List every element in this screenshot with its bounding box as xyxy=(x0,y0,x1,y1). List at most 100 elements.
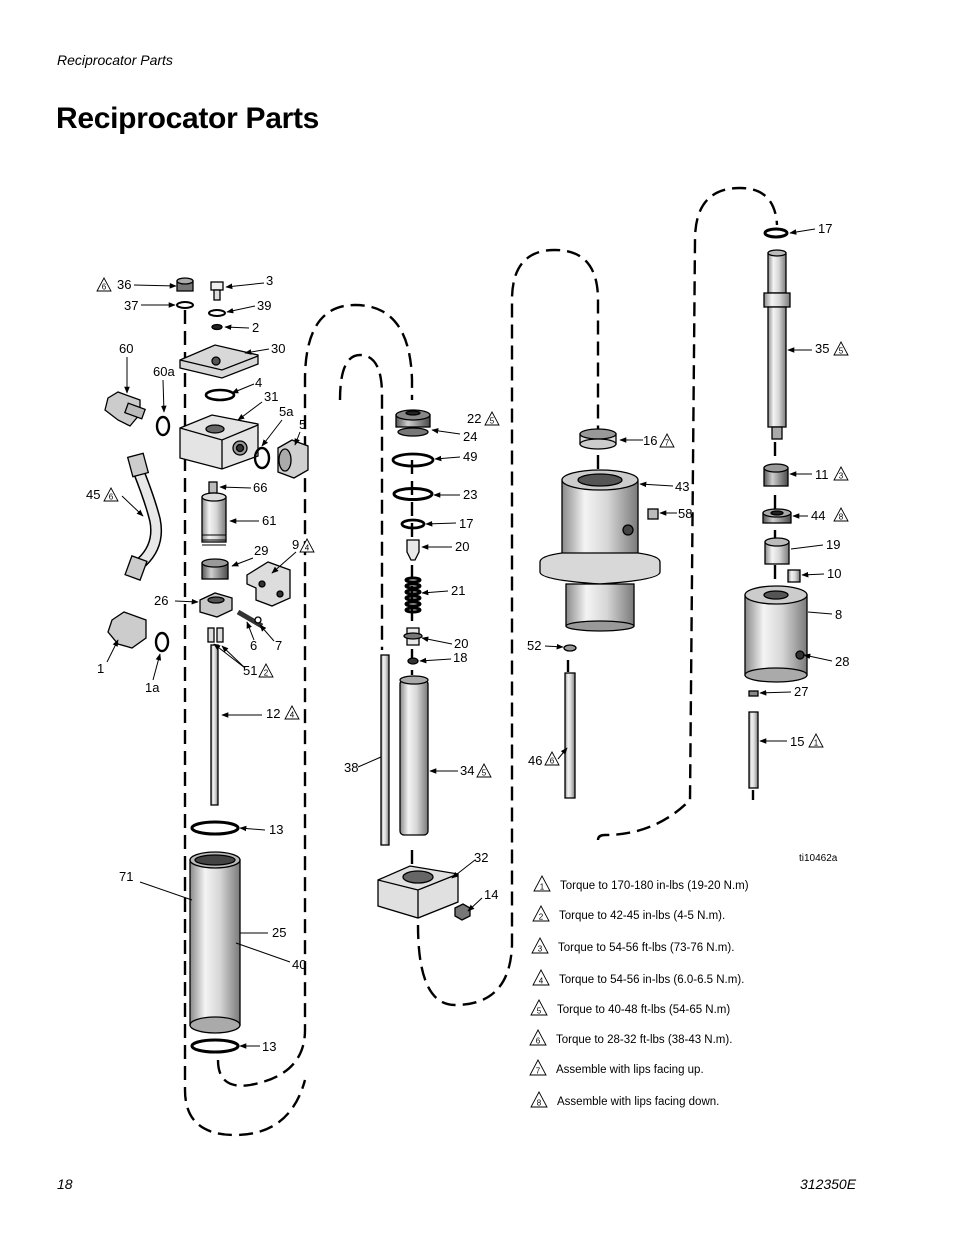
svg-text:5: 5 xyxy=(537,1007,542,1016)
svg-text:4: 4 xyxy=(305,544,310,553)
callout-30: 30 xyxy=(271,341,285,356)
callout-61: 61 xyxy=(262,513,276,528)
page-title: Reciprocator Parts xyxy=(56,102,320,135)
callout-5a: 5a xyxy=(279,404,294,419)
svg-text:6: 6 xyxy=(102,283,107,292)
note-4: 4 Torque to 54-56 in-lbs (6.0-6.5 N.m). xyxy=(532,969,744,986)
running-head: Reciprocator Parts xyxy=(57,52,173,68)
callout-37: 37 xyxy=(124,298,138,313)
svg-text:7: 7 xyxy=(665,439,670,448)
callout-46: 46 xyxy=(528,753,542,768)
flag-22-triangle-icon: 5 xyxy=(484,411,500,426)
callout-labels: 36 37 3 39 2 30 60 60a 4 31 5a 5 45 66 6… xyxy=(86,221,849,1054)
flag-15-triangle-icon: 1 xyxy=(808,733,824,748)
callout-26: 26 xyxy=(154,593,168,608)
callout-38: 38 xyxy=(344,760,358,775)
svg-text:Assemble with lips facing up.: Assemble with lips facing up. xyxy=(556,1064,704,1076)
svg-text:7: 7 xyxy=(536,1067,541,1076)
callout-60: 60 xyxy=(119,341,133,356)
callout-44: 44 xyxy=(811,508,825,523)
callout-9: 9 xyxy=(292,537,299,552)
note-1: 1 Torque to 170-180 in-lbs (19-20 N.m) xyxy=(533,875,749,892)
flag-36-triangle-icon: 6 xyxy=(96,277,112,292)
callout-34: 34 xyxy=(460,763,474,778)
callout-23: 23 xyxy=(463,487,477,502)
callout-36: 36 xyxy=(117,277,131,292)
callout-60a: 60a xyxy=(153,364,175,379)
callout-21: 21 xyxy=(451,583,465,598)
callout-6: 6 xyxy=(250,638,257,653)
flag-11-triangle-icon: 3 xyxy=(833,466,849,481)
callout-17-right: 17 xyxy=(818,221,832,236)
svg-text:1: 1 xyxy=(814,739,819,748)
note-3-triangle-icon xyxy=(531,937,549,954)
callout-35: 35 xyxy=(815,341,829,356)
callout-1a: 1a xyxy=(145,680,160,695)
callout-12: 12 xyxy=(266,706,280,721)
note-8-triangle-icon xyxy=(530,1091,548,1108)
svg-text:3: 3 xyxy=(839,472,844,481)
svg-text:Torque to 28-32 ft-lbs (38-43: Torque to 28-32 ft-lbs (38-43 N.m). xyxy=(556,1034,732,1046)
svg-text:4: 4 xyxy=(539,977,544,986)
flag-16-triangle-icon: 7 xyxy=(659,433,675,448)
callout-3: 3 xyxy=(266,273,273,288)
callout-28: 28 xyxy=(835,654,849,669)
callout-40: 40 xyxy=(292,957,306,972)
note-7-triangle-icon xyxy=(529,1059,547,1076)
svg-text:8: 8 xyxy=(537,1099,542,1108)
callout-14: 14 xyxy=(484,887,498,902)
callout-49: 49 xyxy=(463,449,477,464)
callout-51: 51 xyxy=(243,663,257,678)
callout-20-bottom: 20 xyxy=(454,636,468,651)
svg-text:8: 8 xyxy=(839,513,844,522)
note-flags: 6 6 4 2 4 5 5 7 xyxy=(96,277,849,778)
callout-22: 22 xyxy=(467,411,481,426)
callout-71: 71 xyxy=(119,869,133,884)
callout-11: 11 xyxy=(815,467,829,482)
leader-lines xyxy=(106,228,833,1049)
svg-text:5: 5 xyxy=(490,417,495,426)
callout-18: 18 xyxy=(453,650,467,665)
flag-44-triangle-icon: 8 xyxy=(833,507,849,522)
svg-text:6: 6 xyxy=(550,757,555,766)
flag-34-triangle-icon: 5 xyxy=(476,763,492,778)
assembly-dash-lines xyxy=(183,186,779,1137)
flag-12-triangle-icon: 4 xyxy=(284,705,300,720)
callout-7: 7 xyxy=(275,638,282,653)
right-middle-column-parts xyxy=(539,428,661,799)
svg-text:Torque to 170-180 in-lbs (19-2: Torque to 170-180 in-lbs (19-20 N.m) xyxy=(560,880,749,892)
note-8: 8 Assemble with lips facing down. xyxy=(530,1091,719,1108)
right-column-parts xyxy=(744,227,808,789)
note-2: 2 Torque to 42-45 in-lbs (4-5 N.m). xyxy=(532,905,725,922)
callout-5: 5 xyxy=(299,417,306,432)
callout-13-bottom: 13 xyxy=(262,1039,276,1054)
svg-text:2: 2 xyxy=(539,913,544,922)
note-7: 7 Assemble with lips facing up. xyxy=(529,1059,704,1076)
callout-20-top: 20 xyxy=(455,539,469,554)
callout-32: 32 xyxy=(474,850,488,865)
note-6: 6 Torque to 28-32 ft-lbs (38-43 N.m). xyxy=(529,1029,732,1046)
callout-31: 31 xyxy=(264,389,278,404)
note-3: 3 Torque to 54-56 ft-lbs (73-76 N.m). xyxy=(531,937,734,954)
flag-46-triangle-icon: 6 xyxy=(544,751,560,766)
middle-column-parts xyxy=(377,409,471,921)
note-4-triangle-icon xyxy=(532,969,550,986)
note-6-triangle-icon xyxy=(529,1029,547,1046)
callout-13-top: 13 xyxy=(269,822,283,837)
callout-39: 39 xyxy=(257,298,271,313)
note-2-triangle-icon xyxy=(532,905,550,922)
svg-text:Torque to 54-56 in-lbs (6.0-6.: Torque to 54-56 in-lbs (6.0-6.5 N.m). xyxy=(559,974,744,986)
callout-24: 24 xyxy=(463,429,477,444)
page-number: 18 xyxy=(57,1176,73,1192)
callout-25: 25 xyxy=(272,925,286,940)
flag-45-triangle-icon: 6 xyxy=(103,487,119,502)
callout-16: 16 xyxy=(643,433,657,448)
callout-66: 66 xyxy=(253,480,267,495)
left-column-parts xyxy=(104,277,309,1054)
notes-legend: 1 Torque to 170-180 in-lbs (19-20 N.m) 2… xyxy=(529,875,749,1108)
note-1-triangle-icon xyxy=(533,875,551,892)
flag-51-triangle-icon: 2 xyxy=(258,663,274,678)
callout-27: 27 xyxy=(794,684,808,699)
svg-text:Torque to 40-48 ft-lbs (54-65: Torque to 40-48 ft-lbs (54-65 N.m) xyxy=(557,1004,730,1016)
callout-17-middle: 17 xyxy=(459,516,473,531)
